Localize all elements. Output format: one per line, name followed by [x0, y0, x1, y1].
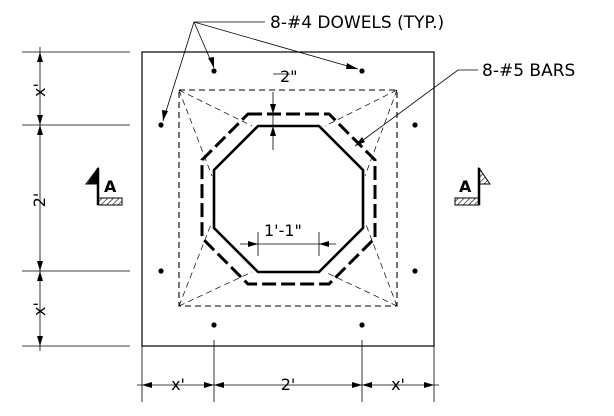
left-dimension-arrows	[37, 52, 43, 346]
pedestal-outline	[178, 89, 398, 307]
dowel-leaders	[162, 21, 359, 122]
octagon-bars	[200, 112, 377, 286]
svg-text:A: A	[459, 177, 472, 196]
bottom-dim-left: x'	[171, 375, 185, 394]
bottom-dimension-arrows	[142, 382, 434, 388]
dowels-label: 8-#4 DOWELS (TYP.)	[270, 13, 444, 33]
cover-dimension	[272, 73, 290, 150]
bars-leader	[354, 69, 478, 147]
bottom-dimension-lines	[137, 340, 439, 402]
bottom-dim-middle: 2'	[281, 375, 296, 394]
octagon-opening	[212, 124, 365, 274]
bars-label: 8-#5 BARS	[482, 61, 575, 81]
left-dim-bottom: x'	[30, 302, 49, 316]
left-dim-top: x'	[30, 83, 49, 97]
cover-label: 2"	[280, 67, 298, 86]
section-marker-right: A	[454, 166, 491, 206]
pedestal-diagonals	[178, 89, 398, 307]
dowel-leader-arrows	[162, 57, 358, 121]
bottom-dim-right: x'	[391, 375, 405, 394]
svg-text:A: A	[104, 177, 117, 196]
footing-outline	[141, 51, 435, 347]
octagon-width-label: 1'-1"	[264, 221, 302, 240]
dowel-dots	[158, 68, 418, 328]
section-marker-left: A	[85, 166, 123, 206]
octagon-width-arrows	[248, 241, 329, 247]
cover-arrows	[270, 104, 276, 136]
bars-leader-arrow	[355, 137, 365, 146]
left-dim-middle: 2'	[30, 193, 49, 208]
